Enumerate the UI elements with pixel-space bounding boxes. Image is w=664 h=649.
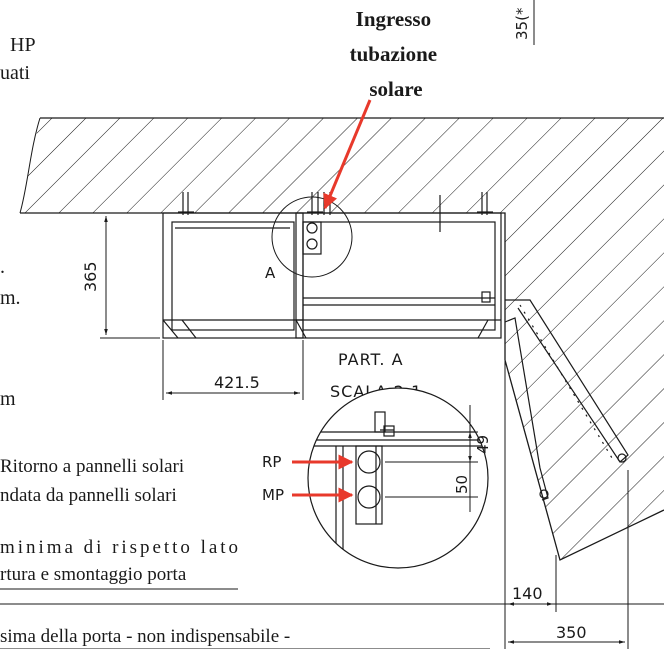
callout-line-1: Ingresso — [356, 7, 431, 31]
top-right-dimension: 35(* — [513, 7, 531, 40]
fragment-uati: uati — [0, 62, 30, 84]
legend-rp-text: Ritorno a pannelli solari — [0, 456, 184, 477]
dimension-421-5 — [162, 340, 304, 400]
hatched-wall — [20, 118, 664, 560]
fragment-m1: m. — [0, 287, 21, 309]
detail-marker-circle — [271, 196, 353, 278]
dimension-50-label: 50 — [453, 475, 471, 494]
fragment-m2: m — [0, 388, 16, 410]
dimension-49-label: 49 — [474, 435, 492, 454]
fragment-dot: . — [0, 256, 5, 278]
legend-door-note: sima della porta - non indispensabile - — [0, 626, 290, 647]
dimension-350-label: 350 — [556, 623, 587, 642]
rp-label: RP — [262, 453, 281, 471]
inlet-arrow — [323, 99, 372, 210]
dimension-421-5-label: 421.5 — [214, 373, 260, 392]
legend-clearance-1: minima di rispetto lato — [0, 537, 238, 558]
dimension-365-label: 365 — [81, 261, 100, 292]
cabinet-right — [295, 195, 502, 339]
fragment-hp: HP — [10, 34, 36, 56]
detail-circle — [307, 387, 489, 569]
cabinet-left — [162, 212, 304, 339]
detail-title: PART. A — [338, 350, 404, 369]
inlet-callout-title: Ingresso tubazione solare — [350, 7, 443, 101]
dimension-140-label: 140 — [512, 584, 543, 603]
legend-mp-text: ndata da pannelli solari — [0, 485, 177, 506]
mp-label: MP — [262, 486, 284, 504]
detail-dimensions — [385, 405, 478, 512]
opened-door — [504, 299, 629, 501]
legend-clearance-2: rtura e smontaggio porta — [0, 564, 187, 585]
dimension-140-350 — [0, 360, 664, 649]
dimension-365 — [100, 212, 160, 339]
wall-break-left — [19, 117, 41, 214]
callout-line-2: tubazione — [350, 42, 438, 66]
detail-marker-label: A — [265, 264, 276, 282]
callout-line-3: solare — [369, 77, 422, 101]
